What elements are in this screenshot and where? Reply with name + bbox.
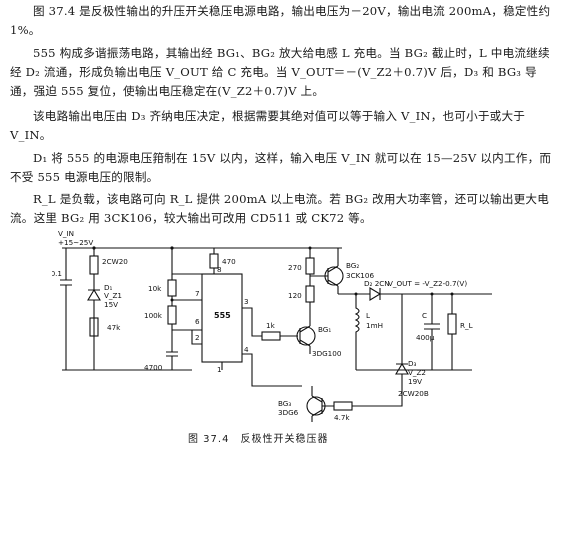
rl-resistor xyxy=(447,313,457,335)
circuit-diagram: V_IN +15~25V 0.1 2CW20 D₁ V_Z1 15V 47k 1… xyxy=(52,229,492,422)
rl-label: R_L xyxy=(460,321,473,330)
c-in-label: 0.1 xyxy=(52,269,62,278)
d3-volt-label: 19V xyxy=(408,377,422,386)
paragraph-3-text: 该电路输出电压由 D₃ 齐纳电压决定，根据需要其绝对值可以等于输入 V_IN，也… xyxy=(10,109,526,142)
r100k-resistor xyxy=(167,305,177,325)
paragraph-1: 图 37.4 是反极性输出的升压开关稳压电源电路，输出电压为－20V，输出电流 … xyxy=(10,2,560,40)
pin4-wire xyxy=(242,353,302,387)
bg1-leads xyxy=(299,318,311,354)
d1-part-label: 2CW20 xyxy=(102,257,128,266)
paragraph-2: 555 构成多谐振荡电路，其输出经 BG₁、BG₂ 放大给电感 L 充电。当 B… xyxy=(10,44,560,101)
vcc-555-wire xyxy=(171,248,202,275)
r120-resistor xyxy=(305,285,315,303)
r47k-resistor xyxy=(89,317,99,337)
l-label: L xyxy=(366,311,370,320)
r100k-label: 100k xyxy=(144,311,163,320)
r120-label: 120 xyxy=(288,291,302,300)
d2-label: D₂ 2CN xyxy=(364,279,390,288)
d1-zener xyxy=(87,288,101,370)
pin6-label: 6 xyxy=(195,317,200,326)
c-value-label: 400μ xyxy=(416,333,435,342)
bg3-part-label: 3DG6 xyxy=(278,408,299,417)
vin-label: V_IN xyxy=(58,229,74,238)
r4k7-label: 4.7k xyxy=(334,413,350,422)
c4700-label: 4700 xyxy=(144,363,163,372)
pin3-out-wire xyxy=(242,307,262,337)
paragraph-5-text: R_L 是负载，该电路可向 R_L 提供 200mA 以上电流。若 BG₂ 改用… xyxy=(10,192,549,225)
pin4-label: 4 xyxy=(244,345,249,354)
paragraph-2-text: 555 构成多谐振荡电路，其输出经 BG₁、BG₂ 放大给电感 L 充电。当 B… xyxy=(10,46,550,98)
r1k-label: 1k xyxy=(266,321,276,330)
r10k-resistor xyxy=(167,279,177,297)
vin-range-label: +15~25V xyxy=(58,238,93,247)
bg3-name-label: BG₃ xyxy=(278,399,291,408)
paragraph-1-text: 图 37.4 是反极性输出的升压开关稳压电源电路，输出电压为－20V，输出电流 … xyxy=(10,4,551,37)
node-r270-rail xyxy=(308,246,312,250)
r470-resistor xyxy=(209,253,219,269)
vout-label: V_OUT = -V_Z2-0.7(V) xyxy=(388,279,467,288)
d1-volt-label: 15V xyxy=(104,300,118,309)
pin8-label: 8 xyxy=(217,265,222,274)
pin3-label: 3 xyxy=(244,297,249,306)
bg2-name-label: BG₂ xyxy=(346,261,359,270)
bg1-transistor xyxy=(296,326,316,346)
pin2-label: 2 xyxy=(195,333,200,342)
d3-vz-label: V_Z2 xyxy=(408,368,426,377)
r1k-resistor xyxy=(261,331,281,341)
c-label: C xyxy=(422,311,427,320)
r270-label: 270 xyxy=(288,263,302,272)
d1-vz-label: V_Z1 xyxy=(104,291,122,300)
r47k-top-resistor xyxy=(89,255,99,275)
pin6-wire xyxy=(172,329,202,345)
c-in-wire xyxy=(60,248,72,370)
paragraph-4-text: D₁ 将 555 的电源电压箝制在 15V 以内，这样，输入电压 V_IN 就可… xyxy=(10,151,552,184)
pin1-label: 1 xyxy=(217,365,222,374)
d2-diode xyxy=(356,287,492,301)
d3-name-label: D₃ xyxy=(408,359,417,368)
r47k-label: 47k xyxy=(107,323,121,332)
bg2-part-label: 3CK106 xyxy=(346,271,374,280)
timing-cap-wire xyxy=(166,338,178,370)
r270-resistor xyxy=(305,257,315,275)
bg2-leads xyxy=(310,248,339,294)
figure-caption: 图 37.4 反极性开关稳压器 xyxy=(188,434,329,445)
bg1-part-label: 3DG100 xyxy=(312,349,342,358)
paragraph-4: D₁ 将 555 的电源电压箝制在 15V 以内，这样，输入电压 V_IN 就可… xyxy=(10,149,560,187)
bg3-leads xyxy=(311,386,334,422)
d1-name-label: D₁ xyxy=(104,283,113,292)
inductor-l xyxy=(354,294,360,370)
r10k-label: 10k xyxy=(148,284,162,293)
d3-wire xyxy=(352,294,409,407)
pin7-label: 7 xyxy=(195,289,200,298)
r4k7-resistor xyxy=(333,401,353,411)
r470-label: 470 xyxy=(222,257,236,266)
paragraph-5: R_L 是负载，该电路可向 R_L 提供 200mA 以上电流。若 BG₂ 改用… xyxy=(10,190,560,228)
ic-555-label: 555 xyxy=(214,311,231,320)
d3-part-label: 2CW20B xyxy=(398,389,429,398)
paragraph-3: 该电路输出电压由 D₃ 齐纳电压决定，根据需要其绝对值可以等于输入 V_IN，也… xyxy=(10,107,560,145)
bg1-name-label: BG₁ xyxy=(318,325,331,334)
l-value-label: 1mH xyxy=(366,321,383,330)
output-cap xyxy=(424,294,440,370)
